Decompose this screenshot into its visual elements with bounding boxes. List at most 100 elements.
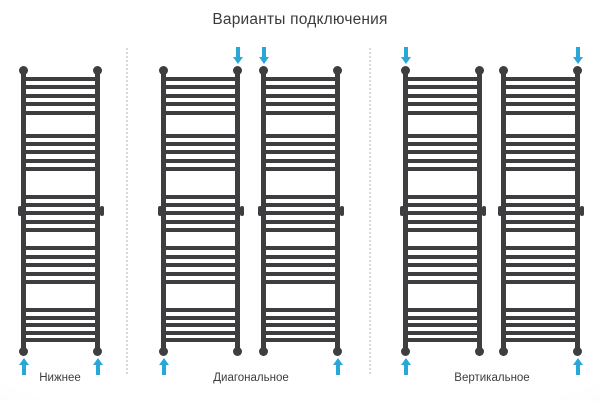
radiator-rung — [405, 331, 480, 335]
radiator-rung — [263, 85, 338, 89]
radiator-rung — [163, 308, 238, 312]
radiator-rung — [263, 308, 338, 312]
radiator-rung — [23, 228, 98, 232]
radiator-rung — [23, 338, 98, 342]
radiator-cap — [233, 347, 242, 356]
radiator-rung — [405, 272, 480, 276]
radiator-rung — [23, 142, 98, 146]
radiator-cap — [159, 347, 168, 356]
radiator-rung — [405, 203, 480, 207]
radiator-rung — [23, 316, 98, 320]
radiator-rung — [263, 246, 338, 250]
radiator-rung — [163, 203, 238, 207]
radiator-rung — [405, 255, 480, 259]
radiator-rung — [503, 150, 578, 154]
radiator-side-connector — [497, 206, 502, 216]
radiator-rung — [23, 111, 98, 115]
radiator-cap — [499, 66, 508, 75]
radiator-rung — [23, 94, 98, 98]
radiator-rung — [405, 134, 480, 138]
group-label-bottom-connection: Нижнее — [39, 372, 81, 384]
radiator-rung — [263, 220, 338, 224]
radiator-rung — [163, 195, 238, 199]
radiator-диагональное-diagram — [257, 47, 344, 375]
radiator-cap — [259, 66, 268, 75]
radiator-rung — [163, 246, 238, 250]
radiator-side-connector — [399, 206, 404, 216]
flow-arrow-down-icon — [572, 47, 583, 64]
radiator-rung — [263, 142, 338, 146]
radiator-rung — [163, 280, 238, 284]
radiator-cap — [19, 66, 28, 75]
radiator-rung — [405, 85, 480, 89]
radiator-rung — [405, 338, 480, 342]
radiator-cap — [233, 66, 242, 75]
radiator-rung — [263, 228, 338, 232]
radiator-rung — [23, 280, 98, 284]
radiator-rung — [163, 338, 238, 342]
radiator-rung — [163, 255, 238, 259]
radiator-cap — [475, 66, 484, 75]
radiator-rung — [503, 195, 578, 199]
radiator-cap — [333, 66, 342, 75]
radiator-rung — [405, 323, 480, 327]
radiator-side-connector — [579, 206, 584, 216]
radiator-rung — [405, 246, 480, 250]
radiator-rung — [503, 134, 578, 138]
radiator-rung — [263, 102, 338, 106]
radiator-rung — [263, 167, 338, 171]
radiator-rung — [503, 323, 578, 327]
radiator-rung — [263, 255, 338, 259]
radiator-side-connector — [239, 206, 244, 216]
radiator-rung — [503, 316, 578, 320]
radiator-rung — [263, 316, 338, 320]
radiator-rung — [163, 102, 238, 106]
radiator-rung — [163, 111, 238, 115]
radiator-rung — [263, 134, 338, 138]
radiator-rung — [23, 246, 98, 250]
radiator-rung — [405, 159, 480, 163]
radiator-rung — [23, 203, 98, 207]
radiator-rung — [163, 263, 238, 267]
radiator-rung — [503, 228, 578, 232]
radiator-rung — [163, 272, 238, 276]
radiator-rung — [163, 77, 238, 81]
radiator-вертикальное-diagram — [399, 47, 486, 375]
radiator-side-connector — [481, 206, 486, 216]
radiator-cap — [333, 347, 342, 356]
radiator-rung — [163, 159, 238, 163]
radiator-вертикальное-diagram — [497, 47, 584, 375]
radiator-rung — [23, 150, 98, 154]
radiator-rung — [23, 195, 98, 199]
radiator-cap — [159, 66, 168, 75]
radiator-rung — [163, 220, 238, 224]
radiator-side-connector — [157, 206, 162, 216]
radiator-side-connector — [99, 206, 104, 216]
flow-arrow-down-icon — [258, 47, 269, 64]
radiator-rung — [503, 159, 578, 163]
radiator-rung — [503, 211, 578, 215]
radiator-rung — [503, 255, 578, 259]
flow-arrow-down-icon — [232, 47, 243, 64]
radiator-rung — [405, 228, 480, 232]
radiator-rung — [263, 338, 338, 342]
radiator-rung — [405, 280, 480, 284]
flow-arrow-up-icon — [400, 358, 411, 375]
radiator-rung — [503, 142, 578, 146]
flow-arrow-up-icon — [332, 358, 343, 375]
radiator-rung — [263, 159, 338, 163]
radiator-cap — [475, 347, 484, 356]
radiator-rung — [263, 150, 338, 154]
radiator-rung — [503, 280, 578, 284]
radiator-rung — [405, 150, 480, 154]
radiator-rung — [23, 220, 98, 224]
radiator-rung — [163, 211, 238, 215]
radiator-rung — [263, 77, 338, 81]
radiator-нижнее-diagram — [17, 66, 104, 375]
radiator-rung — [503, 167, 578, 171]
radiator-rung — [263, 211, 338, 215]
radiator-rung — [405, 195, 480, 199]
radiator-rung — [405, 316, 480, 320]
radiator-rung — [23, 77, 98, 81]
radiator-rung — [405, 142, 480, 146]
